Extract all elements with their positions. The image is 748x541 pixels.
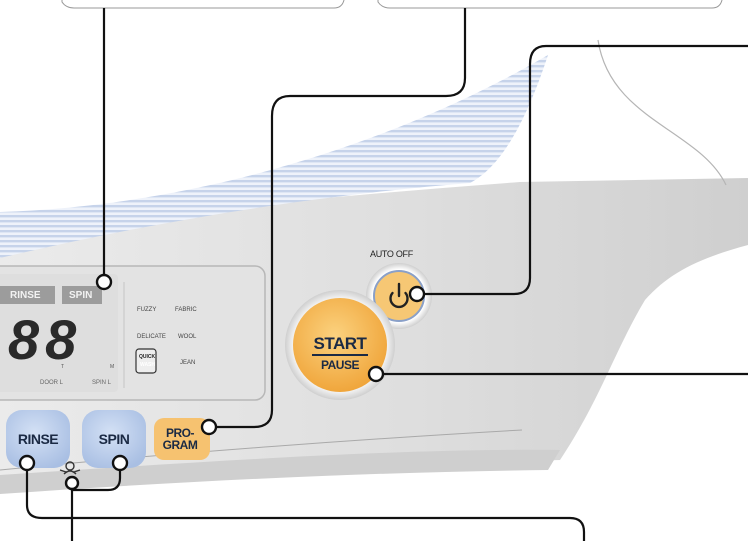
rinse-label: RINSE (17, 431, 59, 447)
spin-label: SPIN (98, 431, 130, 447)
cycle-fabric: FABRIC (175, 307, 197, 313)
display-rinse-tag: RINSE (10, 290, 41, 301)
top-right-label-box (377, 0, 723, 9)
rinse-button[interactable]: RINSE (6, 410, 70, 468)
callout-dots (18, 273, 426, 491)
spin-button-face (82, 410, 146, 468)
cycle-delicate: DELICATE (137, 334, 166, 340)
spin-button[interactable]: SPIN (82, 410, 146, 468)
panel-groove (0, 429, 523, 471)
callout-lines (25, 8, 748, 541)
rinse-button-face (6, 410, 70, 468)
program-button[interactable]: PRO- GRAM (154, 418, 210, 460)
display-sub-left: DOOR L (40, 380, 64, 386)
cycle-jean: JEAN (180, 360, 196, 366)
start-button-face (293, 298, 387, 392)
pause-label: PAUSE (321, 358, 359, 372)
display-digit-sub-t: T (61, 364, 65, 370)
top-left-label-box (61, 0, 345, 9)
rinse-tag-bg (0, 286, 55, 304)
program-label-line1: PRO- (166, 426, 195, 440)
striped-blue-swoosh (0, 55, 548, 258)
display-spin-tag: SPIN (69, 290, 93, 301)
power-button[interactable] (374, 271, 424, 321)
cycle-fuzzy: FUZZY (137, 307, 157, 313)
child-lock-icon (59, 461, 81, 475)
quick-wash-box (135, 348, 157, 374)
cycle-wool: WOOL (178, 334, 197, 340)
power-icon (389, 282, 409, 309)
program-label-line2: GRAM (162, 438, 198, 452)
spin-tag-bg (62, 286, 102, 304)
quick-wash-line2: WASH (140, 362, 155, 368)
display-sub-right: SPIN L (92, 380, 112, 386)
door-outline (597, 39, 727, 186)
quick-wash-line1: QUICK (139, 354, 156, 360)
program-button-face (154, 418, 210, 460)
display-digits: 88 (8, 308, 83, 371)
start-label: START (313, 334, 367, 353)
panel-bottom-band (0, 449, 560, 494)
display-digit-sub-m: M (110, 364, 115, 370)
start-pause-button[interactable]: START PAUSE (293, 298, 387, 392)
auto-off-label: AUTO OFF (370, 249, 413, 259)
